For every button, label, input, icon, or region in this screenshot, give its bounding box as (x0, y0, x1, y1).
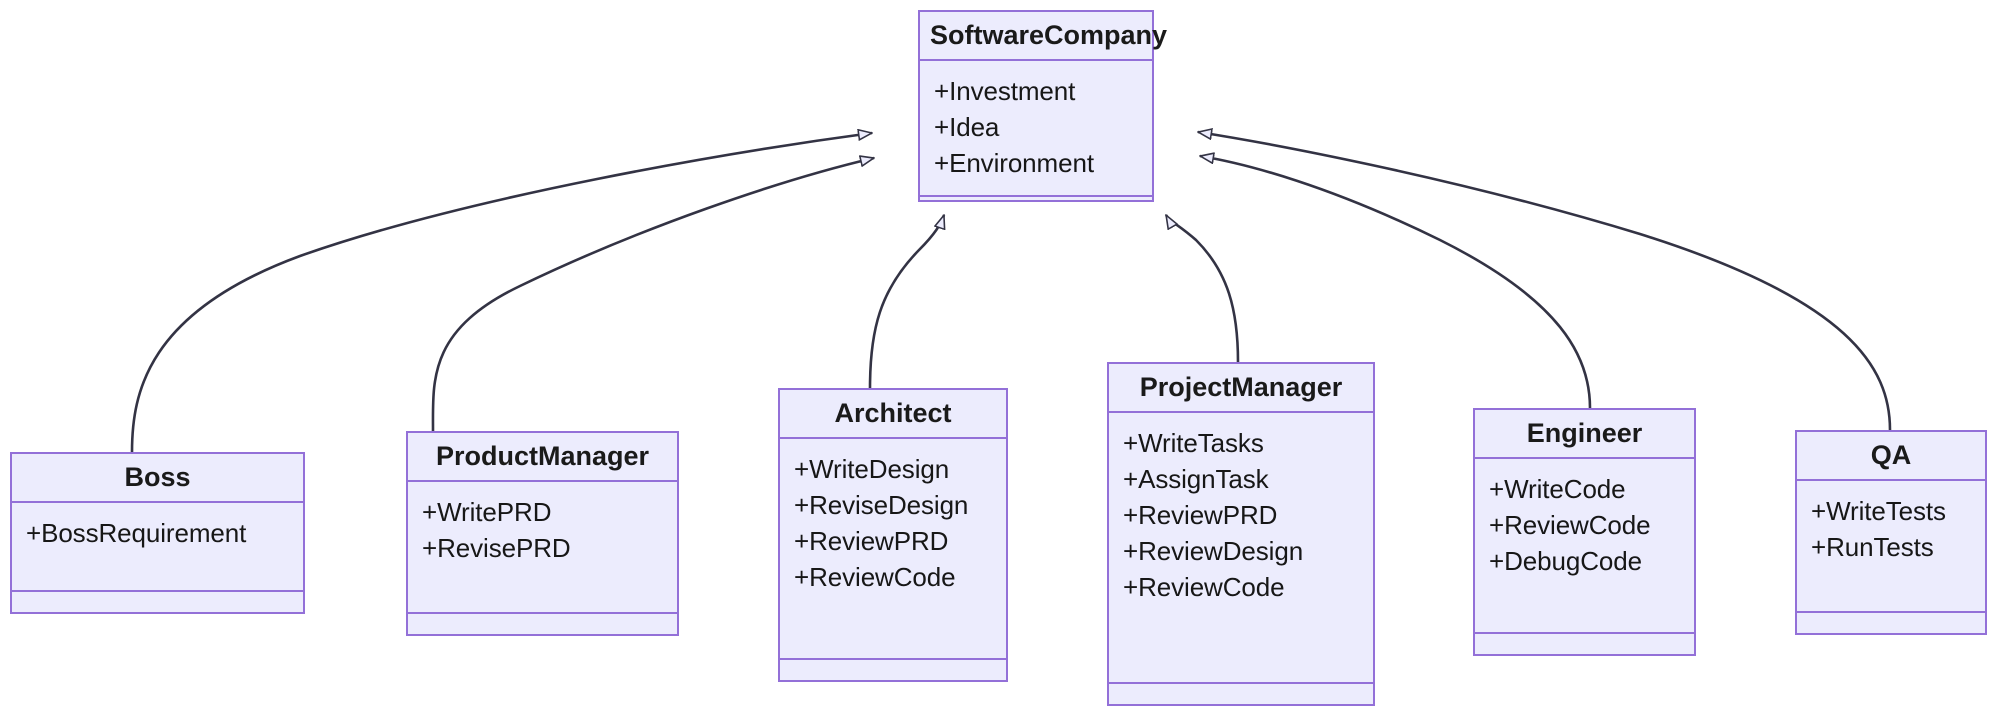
class-node-boss[interactable]: Boss +BossRequirement (10, 452, 305, 614)
class-methods-qa (1797, 613, 1985, 633)
class-attribute: +Investment (934, 76, 1076, 107)
class-attribute: +ReviewCode (794, 561, 956, 592)
class-title-productmanager: ProductManager (408, 433, 677, 483)
class-title-projectmanager: ProjectManager (1109, 364, 1373, 414)
class-attribute: +Idea (934, 112, 1000, 143)
class-node-qa[interactable]: QA +WriteTests +RunTests (1795, 430, 1987, 635)
class-attributes-productmanager: +WritePRD +RevisePRD (408, 482, 677, 614)
class-title-qa: QA (1797, 432, 1985, 482)
class-attribute: +Environment (934, 148, 1094, 179)
class-attribute: +WriteCode (1489, 474, 1626, 505)
class-methods-projectmanager (1109, 684, 1373, 704)
class-attribute: +ReviewCode (1489, 510, 1651, 541)
class-attribute: +ReviewCode (1123, 571, 1285, 602)
class-node-productmanager[interactable]: ProductManager +WritePRD +RevisePRD (406, 431, 679, 636)
class-methods-softwarecompany (920, 197, 1152, 217)
class-attribute: +ReviewDesign (1123, 535, 1304, 566)
class-attribute: +RevisePRD (422, 533, 571, 564)
class-attribute: +WriteTests (1811, 496, 1946, 527)
class-attributes-engineer: +WriteCode +ReviewCode +DebugCode (1475, 459, 1694, 634)
class-attribute: +ReviewPRD (794, 526, 949, 557)
class-methods-architect (780, 660, 1006, 680)
class-methods-engineer (1475, 634, 1694, 654)
class-attribute: +ReviseDesign (794, 490, 969, 521)
class-attribute: +WriteDesign (794, 454, 950, 485)
class-attribute: +RunTests (1811, 532, 1934, 563)
class-attributes-softwarecompany: +Investment +Idea +Environment (920, 61, 1152, 197)
class-node-engineer[interactable]: Engineer +WriteCode +ReviewCode +DebugCo… (1473, 408, 1696, 656)
class-attribute: +AssignTask (1123, 464, 1269, 495)
class-title-engineer: Engineer (1475, 410, 1694, 460)
class-attribute: +WritePRD (422, 497, 552, 528)
edge-boss-to-softwarecompany (130, 133, 872, 453)
class-attributes-architect: +WriteDesign +ReviseDesign +ReviewPRD +R… (780, 439, 1006, 660)
class-methods-boss (12, 592, 303, 612)
class-methods-productmanager (408, 614, 677, 634)
class-attribute: +ReviewPRD (1123, 500, 1278, 531)
class-attribute: +DebugCode (1489, 546, 1642, 577)
edge-architect-to-softwarecompany (868, 215, 944, 389)
class-attribute: +WriteTasks (1123, 428, 1264, 459)
edge-projectmanager-to-softwarecompany (1164, 215, 1240, 363)
class-attribute: +BossRequirement (26, 518, 247, 549)
class-attributes-boss: +BossRequirement (12, 503, 303, 592)
class-node-architect[interactable]: Architect +WriteDesign +ReviseDesign +Re… (778, 388, 1008, 682)
class-attributes-projectmanager: +WriteTasks +AssignTask +ReviewPRD +Revi… (1109, 413, 1373, 684)
class-title-architect: Architect (780, 390, 1006, 440)
class-title-softwarecompany: SoftwareCompany (920, 12, 1167, 62)
class-title-boss: Boss (12, 454, 303, 504)
class-node-softwarecompany[interactable]: SoftwareCompany +Investment +Idea +Envir… (918, 10, 1167, 202)
class-attributes-qa: +WriteTests +RunTests (1797, 481, 1985, 613)
class-node-projectmanager[interactable]: ProjectManager +WriteTasks +AssignTask +… (1107, 362, 1375, 706)
